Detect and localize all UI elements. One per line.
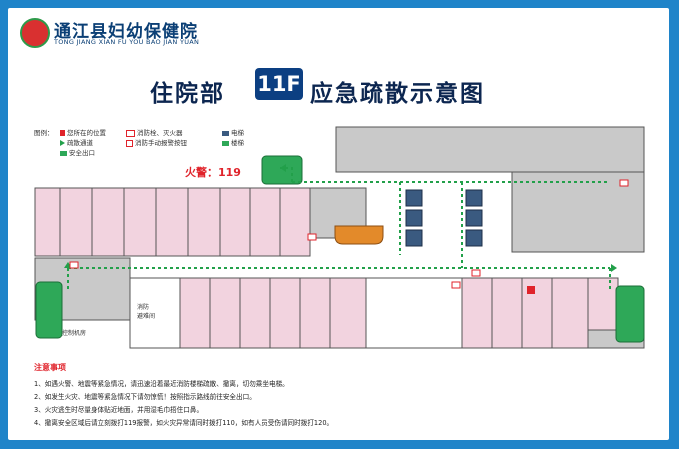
- legend-hydrant: 消防栓、灭火器: [126, 127, 183, 137]
- ward-room: [551, 277, 589, 349]
- evacuation-arrow-icon: [280, 164, 286, 172]
- elevator-icon: [465, 229, 483, 247]
- ward-room: [179, 277, 211, 349]
- elevator-icon: [405, 229, 423, 247]
- ward-room: [279, 187, 311, 257]
- note-4: 4、撤离安全区域后请立刻拨打119报警，如火灾异常请同时拨打110，如有人员受伤…: [34, 419, 334, 427]
- ward-room: [461, 277, 493, 349]
- ward-room: [34, 187, 61, 257]
- fire-hydrant-icon: [69, 261, 79, 269]
- legend-alarm: 消防手动报警按钮: [126, 137, 187, 147]
- exit-icon: [60, 150, 67, 156]
- ward-room: [491, 277, 523, 349]
- fire-refuge-room-label: 消防 避难间: [137, 304, 156, 320]
- title-dept: 住院部: [150, 81, 225, 107]
- open-area: [365, 277, 463, 349]
- you-are-here-icon: [60, 130, 65, 136]
- nurse-station: [334, 225, 384, 245]
- evacuation-route: [67, 167, 611, 292]
- ward-rooms: [34, 187, 619, 349]
- fire-hydrant-icon: [307, 233, 317, 241]
- ward-room: [91, 187, 125, 257]
- ward-room: [59, 187, 93, 257]
- control-room-label: 控制机房: [62, 330, 87, 337]
- elevator-icon: [465, 209, 483, 227]
- note-3: 3、火灾逃生时尽量身体贴近地面，并用湿毛巾捂住口鼻。: [34, 406, 204, 414]
- stairs-icon: [35, 281, 63, 339]
- notes-title: 注意事项: [34, 363, 66, 372]
- legend-stairs: 楼梯: [222, 137, 244, 147]
- fire-hydrant-icon: [451, 281, 461, 289]
- elevator-icon: [405, 189, 423, 207]
- ward-room: [219, 187, 251, 257]
- legend-evacuation: 疏散通道: [60, 137, 93, 147]
- fire-refuge-room: [129, 277, 181, 349]
- floor-badge: 11F: [255, 68, 303, 100]
- legend-exit: 安全出口: [60, 147, 95, 157]
- ward-room: [269, 277, 301, 349]
- ward-room: [209, 277, 241, 349]
- legend-you-are-here: 您所在的位置: [60, 127, 106, 137]
- stairs-icon: [615, 285, 645, 343]
- fire-hydrant-icon: [126, 129, 135, 137]
- evacuation-arrow-icon: [60, 140, 65, 146]
- fire-alarm-number: 火警：119: [185, 166, 241, 179]
- service-block-upper: [335, 126, 645, 173]
- legend-elevator: 电梯: [222, 127, 244, 137]
- note-2: 2、如发生火灾、地震等紧急情况下请勿惊慌！按照指示路线前往安全出口。: [34, 393, 256, 401]
- note-1: 1、如遇火警、地震等紧急情况，请迅速沿着最近消防楼梯疏散、撤离，切勿乘坐电梯。: [34, 380, 289, 388]
- ward-room: [187, 187, 221, 257]
- alarm-button-icon: [126, 139, 133, 147]
- you-are-here-icon: [527, 286, 535, 294]
- hospital-name-en: TONG JIANG XIAN FU YOU BAO JIAN YUAN: [54, 38, 200, 46]
- ward-room: [239, 277, 271, 349]
- hospital-logo: [20, 18, 50, 48]
- stairs-icon: [222, 140, 229, 146]
- elevator-icon: [405, 209, 423, 227]
- elevator-icon: [465, 189, 483, 207]
- ward-room: [521, 277, 553, 349]
- ward-room: [249, 187, 281, 257]
- hospital-name: 通江县妇幼保健院: [54, 22, 198, 42]
- stairs-icon: [261, 155, 303, 185]
- ward-room: [299, 277, 331, 349]
- ward-room: [123, 187, 157, 257]
- ward-room: [587, 277, 619, 331]
- legend-label: 图例：: [34, 129, 54, 137]
- fire-hydrant-icon: [619, 179, 629, 187]
- ward-room: [155, 187, 189, 257]
- alarm-button-icon: [471, 269, 481, 277]
- ward-room: [329, 277, 367, 349]
- evacuation-arrow-icon: [611, 264, 617, 272]
- elevator-icon: [222, 130, 229, 136]
- title-map: 应急疏散示意图: [310, 81, 485, 107]
